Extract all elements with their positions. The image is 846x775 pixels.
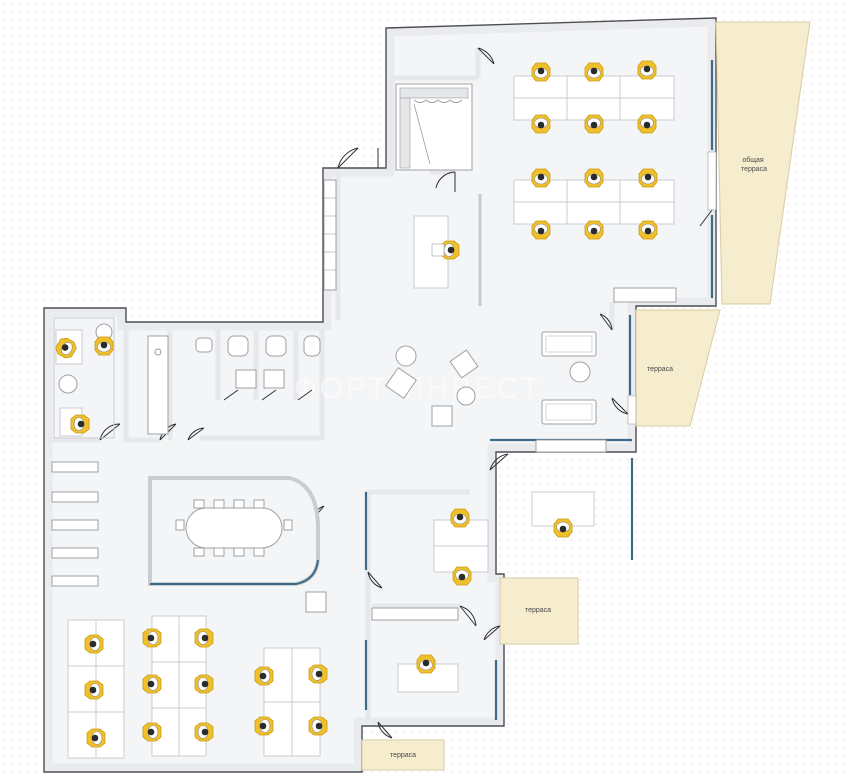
terrace-east-label: терраса bbox=[647, 366, 673, 373]
reception-storage bbox=[395, 83, 473, 171]
office-lower bbox=[397, 654, 459, 693]
reception-desk bbox=[413, 194, 482, 306]
terrace-shared-label: общая терраса bbox=[741, 156, 767, 173]
workstation-cluster-bottom-left bbox=[67, 615, 214, 759]
terrace-bottom bbox=[361, 739, 445, 771]
interior-walls bbox=[48, 48, 615, 725]
office-middle bbox=[433, 508, 489, 586]
workstation-cluster-top bbox=[513, 60, 675, 240]
terrace-middle-label: терраса bbox=[525, 607, 551, 614]
outer-wall-line bbox=[43, 17, 717, 773]
restroom-block bbox=[147, 335, 321, 435]
lounge-area bbox=[384, 331, 597, 427]
terrace-middle bbox=[499, 577, 579, 645]
lockers bbox=[323, 179, 677, 621]
office-middle-right bbox=[531, 491, 595, 538]
meeting-room bbox=[148, 476, 320, 586]
window-mullions bbox=[627, 151, 717, 425]
storage-shelves bbox=[51, 461, 99, 587]
small-office-left bbox=[53, 317, 115, 439]
terrace-east bbox=[635, 309, 721, 427]
watermark: ФОРТ·ИНВЕСТ bbox=[294, 372, 542, 405]
side-table bbox=[305, 591, 327, 613]
terrace-bottom-label: терраса bbox=[390, 752, 416, 759]
workstation-cluster-bottom-center bbox=[254, 647, 328, 757]
terrace-shared bbox=[715, 21, 811, 305]
